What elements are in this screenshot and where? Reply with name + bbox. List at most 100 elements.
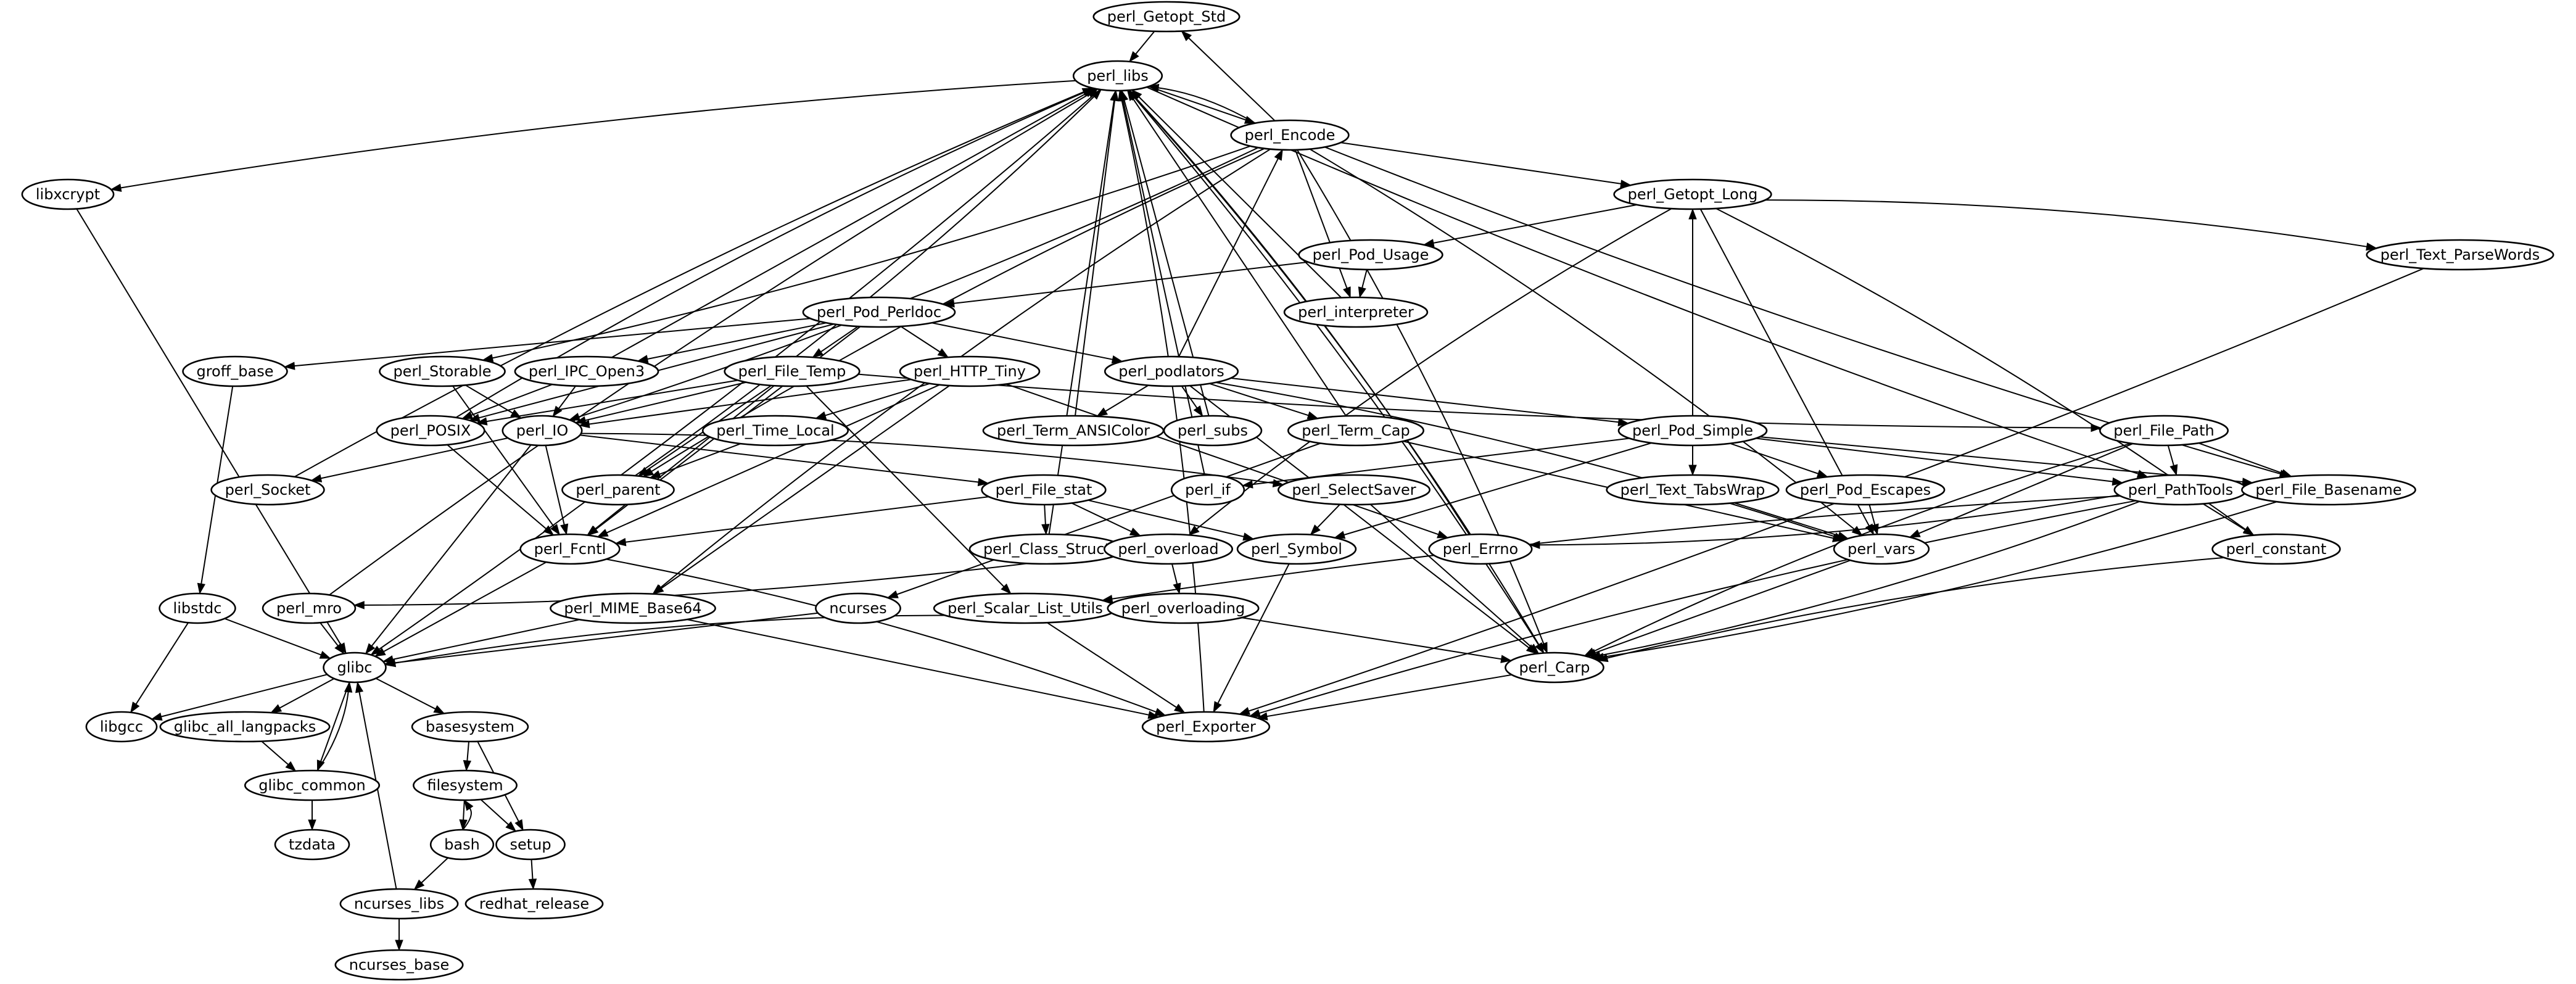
arrowhead-icon [310, 474, 323, 482]
node-perl_parent[interactable]: perl_parent [561, 474, 675, 506]
node-glibc_common[interactable]: glibc_common [244, 769, 381, 801]
edge-glibc-to-libgcc [151, 674, 328, 721]
node-perl_overloading[interactable]: perl_overloading [1107, 592, 1260, 624]
node-perl_PathTools[interactable]: perl_PathTools [2113, 474, 2248, 506]
edge-line [579, 147, 1259, 418]
node-libgcc[interactable]: libgcc [85, 711, 158, 743]
node-setup[interactable]: setup [495, 829, 566, 861]
node-ellipse [1606, 474, 1780, 506]
node-ellipse [323, 651, 387, 684]
node-tzdata[interactable]: tzdata [274, 829, 350, 861]
node-groff_base[interactable]: groff_base [182, 355, 288, 387]
node-perl_MIME_Base64[interactable]: perl_MIME_Base64 [550, 592, 716, 624]
edge-line [1765, 199, 2367, 247]
edge-perl_File_Temp-to-perl_IO [574, 381, 746, 424]
edge-perl_Fcntl-to-perl_Exporter [606, 558, 1166, 716]
arrowhead-icon [1242, 532, 1255, 541]
node-perl_File_Basename[interactable]: perl_File_Basename [2241, 474, 2416, 506]
arrowhead-icon [1539, 642, 1548, 654]
node-perl_Pod_Usage[interactable]: perl_Pod_Usage [1298, 239, 1443, 271]
node-perl_Fcntl[interactable]: perl_Fcntl [519, 533, 621, 565]
node-perl_Exporter[interactable]: perl_Exporter [1141, 711, 1271, 743]
node-perl_SelectSaver[interactable]: perl_SelectSaver [1278, 474, 1430, 506]
node-perl_Class_Struct[interactable]: perl_Class_Struct [968, 533, 1125, 565]
edge-line [1868, 504, 1876, 525]
node-perl_File_Path[interactable]: perl_File_Path [2099, 415, 2229, 447]
node-perl_Time_Local[interactable]: perl_Time_Local [701, 415, 849, 447]
edge-line [1005, 383, 1439, 535]
node-perl_Storable[interactable]: perl_Storable [379, 355, 506, 387]
node-perl_subs[interactable]: perl_subs [1163, 415, 1263, 447]
node-perl_Scalar_List_Utils[interactable]: perl_Scalar_List_Utils [933, 592, 1118, 624]
arrowhead-icon [1500, 655, 1513, 663]
node-perl_Pod_Escapes[interactable]: perl_Pod_Escapes [1785, 474, 1946, 506]
edge-perl_Pod_Perldoc-to-perl_File_Temp [812, 326, 859, 358]
node-perl_vars[interactable]: perl_vars [1833, 533, 1930, 565]
node-ellipse [2366, 239, 2554, 271]
arrowhead-icon [1181, 30, 1192, 41]
node-perl_Errno[interactable]: perl_Errno [1428, 533, 1533, 565]
node-perl_Carp[interactable]: perl_Carp [1505, 651, 1604, 684]
arrowhead-icon [2091, 423, 2102, 432]
node-redhat_release[interactable]: redhat_release [464, 888, 604, 920]
node-perl_mro[interactable]: perl_mro [262, 592, 357, 624]
node-ncurses_libs[interactable]: ncurses_libs [339, 888, 459, 920]
arrowhead-icon [476, 417, 488, 426]
arrowhead-icon [1173, 582, 1181, 595]
node-perl_Socket[interactable]: perl_Socket [210, 474, 325, 506]
edge-line [471, 384, 553, 416]
node-perl_Term_ANSIColor[interactable]: perl_Term_ANSIColor [982, 415, 1165, 447]
node-label: perl_podlators [1118, 363, 1224, 380]
node-bash[interactable]: bash [429, 829, 495, 861]
node-ncurses_base[interactable]: ncurses_base [334, 949, 464, 981]
node-ellipse [2099, 415, 2229, 447]
node-perl_if[interactable]: perl_if [1170, 474, 1245, 506]
node-perl_Getopt_Std[interactable]: perl_Getopt_Std [1092, 1, 1241, 33]
node-perl_libs[interactable]: perl_libs [1072, 60, 1163, 92]
node-ellipse [724, 355, 861, 387]
arrowhead-icon [1241, 480, 1253, 489]
edge-line [1209, 382, 1309, 416]
arrowhead-icon [463, 760, 472, 772]
node-ncurses[interactable]: ncurses [815, 592, 901, 624]
node-perl_File_stat[interactable]: perl_File_stat [981, 474, 1107, 506]
edge-glibc-to-glibc_all_langpacks [270, 678, 335, 713]
node-perl_POSIX[interactable]: perl_POSIX [376, 415, 485, 447]
edge-line [364, 552, 1107, 606]
edge-line [452, 386, 555, 527]
node-perl_HTTP_Tiny[interactable]: perl_HTTP_Tiny [899, 355, 1041, 387]
node-libxcrypt[interactable]: libxcrypt [21, 178, 115, 210]
node-filesystem[interactable]: filesystem [413, 769, 518, 801]
node-label: perl_overloading [1121, 600, 1245, 617]
edge-line [1048, 100, 1115, 535]
node-perl_Text_ParseWords[interactable]: perl_Text_ParseWords [2366, 239, 2554, 271]
node-perl_Symbol[interactable]: perl_Symbol [1236, 533, 1357, 565]
arrowhead-icon [568, 413, 580, 421]
node-perl_Text_TabsWrap[interactable]: perl_Text_TabsWrap [1606, 474, 1780, 506]
edge-line [320, 622, 339, 647]
node-glibc_all_langpacks[interactable]: glibc_all_langpacks [159, 711, 331, 743]
node-libstdc[interactable]: libstdc [159, 592, 236, 624]
node-label: perl_Time_Local [716, 422, 834, 439]
node-glibc[interactable]: glibc [323, 651, 387, 684]
node-perl_Pod_Perldoc[interactable]: perl_Pod_Perldoc [802, 296, 956, 328]
node-basesystem[interactable]: basesystem [411, 711, 529, 743]
edge-line [224, 618, 321, 656]
arrowhead-icon [130, 701, 140, 713]
node-ellipse [1287, 415, 1425, 447]
node-perl_Pod_Simple[interactable]: perl_Pod_Simple [1617, 415, 1768, 447]
node-perl_Getopt_Long[interactable]: perl_Getopt_Long [1613, 178, 1772, 210]
node-perl_File_Temp[interactable]: perl_File_Temp [724, 355, 861, 387]
node-label: glibc_all_langpacks [174, 718, 316, 735]
edge-line [1607, 556, 2224, 659]
node-perl_constant[interactable]: perl_constant [2211, 533, 2341, 565]
node-perl_overload[interactable]: perl_overload [1104, 533, 1233, 565]
node-perl_Encode[interactable]: perl_Encode [1230, 119, 1350, 151]
node-perl_Term_Cap[interactable]: perl_Term_Cap [1287, 415, 1425, 447]
node-perl_podlators[interactable]: perl_podlators [1104, 355, 1239, 387]
node-perl_IO[interactable]: perl_IO [502, 415, 583, 447]
node-perl_IPC_Open3[interactable]: perl_IPC_Open3 [514, 355, 659, 387]
node-perl_interpreter[interactable]: perl_interpreter [1283, 296, 1429, 328]
edge-perl_Term_Cap-to-ncurses [886, 442, 1321, 598]
